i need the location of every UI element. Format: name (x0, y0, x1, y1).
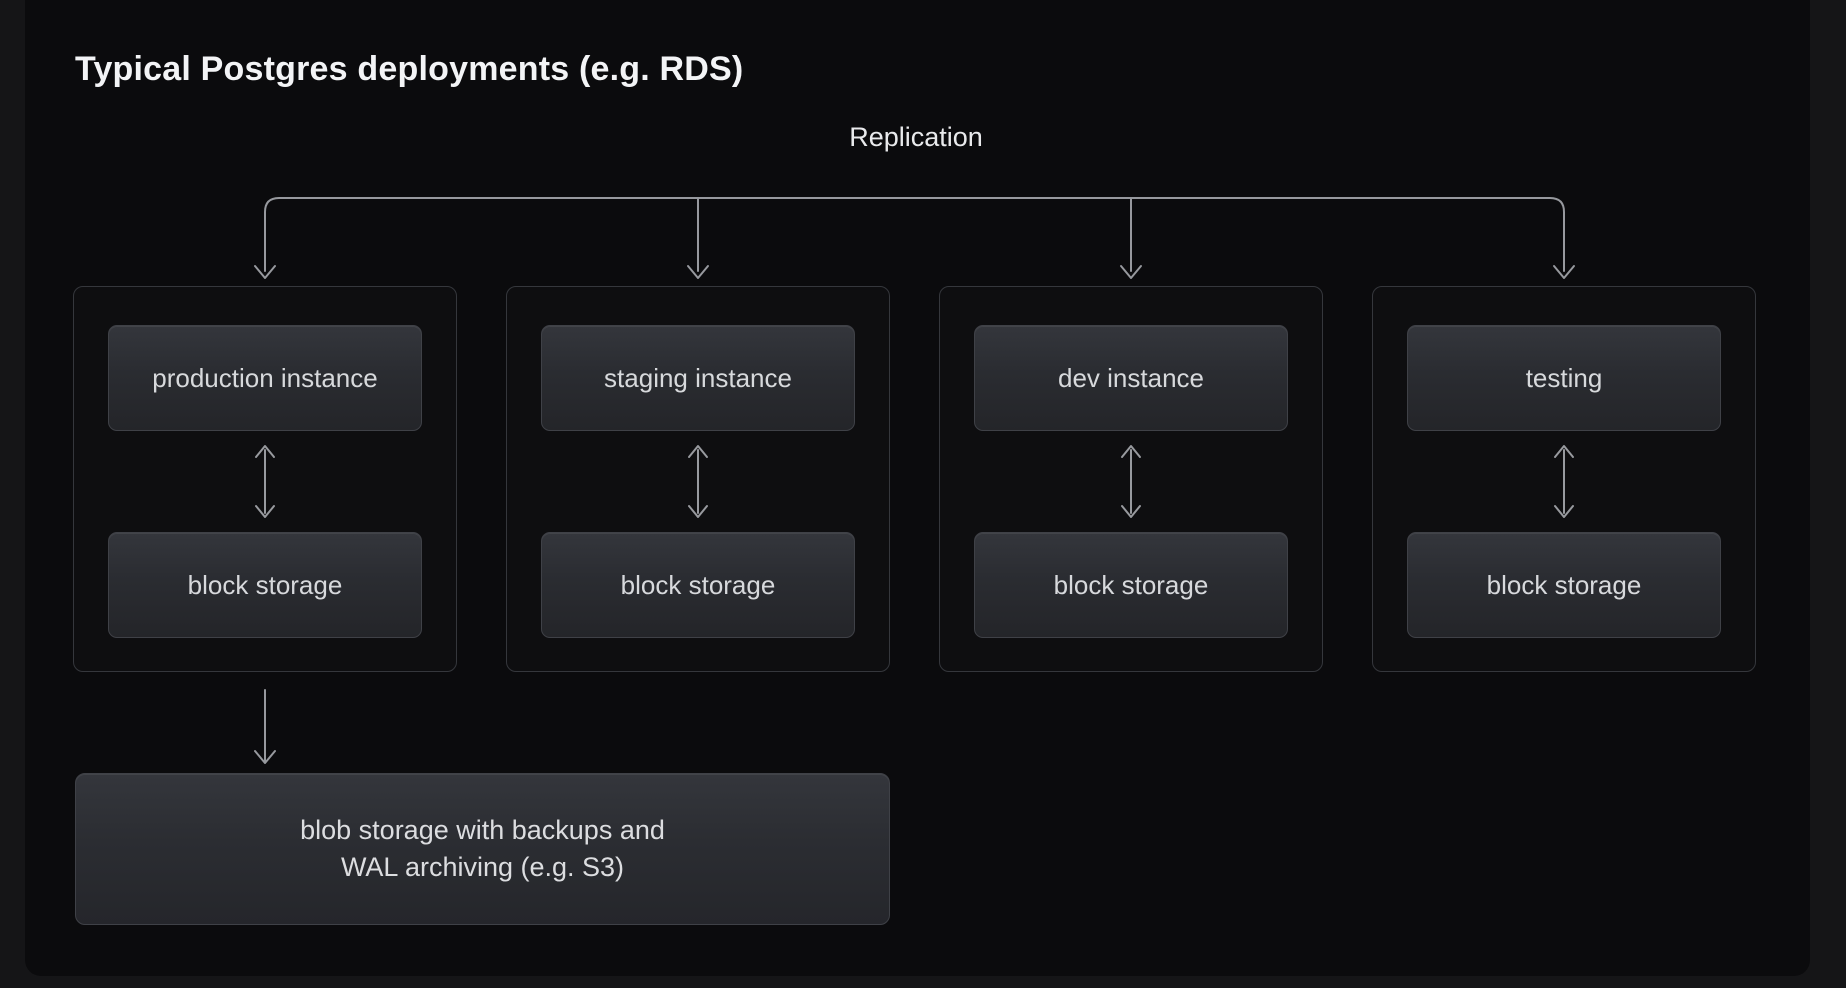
group-testing: testing block storage (1372, 286, 1756, 672)
node-testing-block-storage: block storage (1407, 532, 1721, 638)
group-staging: staging instance block storage (506, 286, 890, 672)
node-testing-instance: testing (1407, 325, 1721, 431)
page-title: Typical Postgres deployments (e.g. RDS) (75, 50, 744, 88)
node-dev-block-storage: block storage (974, 532, 1288, 638)
node-dev-instance: dev instance (974, 325, 1288, 431)
node-staging-instance: staging instance (541, 325, 855, 431)
replication-label: Replication (849, 122, 983, 152)
node-production-instance: production instance (108, 325, 422, 431)
blob-storage-line1: blob storage with backups and (300, 815, 665, 845)
group-production: production instance block storage (73, 286, 457, 672)
node-blob-storage: blob storage with backups and WAL archiv… (75, 773, 890, 925)
node-staging-block-storage: block storage (541, 532, 855, 638)
group-dev: dev instance block storage (939, 286, 1323, 672)
node-production-block-storage: block storage (108, 532, 422, 638)
blob-storage-line2: WAL archiving (e.g. S3) (340, 852, 625, 882)
